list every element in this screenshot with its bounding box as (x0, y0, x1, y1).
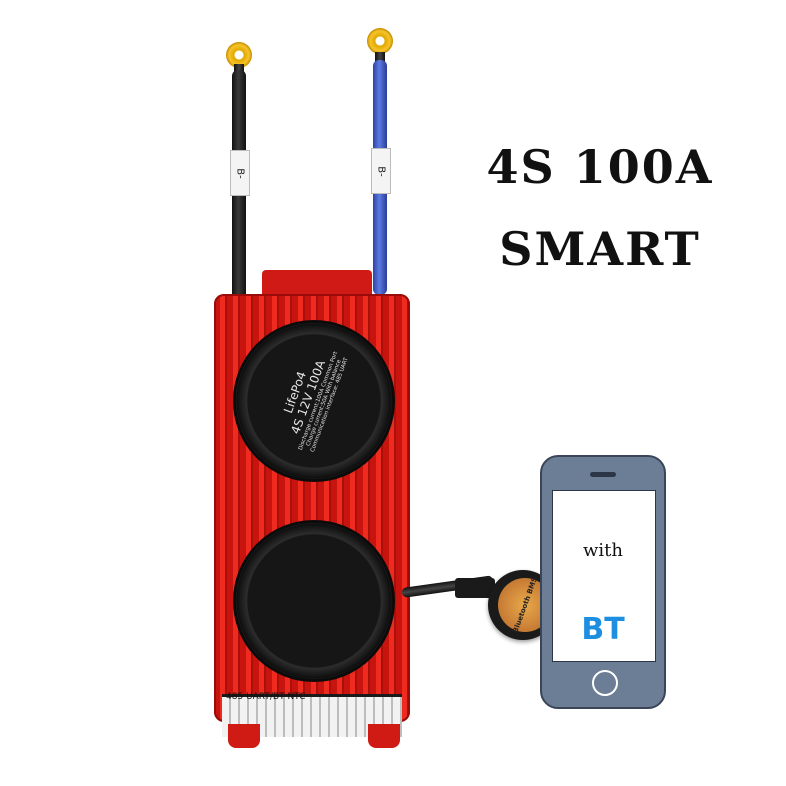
headline-line2: SMART (499, 222, 701, 276)
ring-terminal-right (367, 28, 393, 54)
dongle-label: Bluetooth BMS (511, 576, 539, 634)
board-label: LifePo4 4S 12V 100A Discharge current:10… (255, 342, 367, 454)
cable-tag-right: B- (371, 148, 391, 194)
board-foot-left (228, 724, 260, 748)
fan-bottom (233, 520, 395, 682)
fan-top (233, 320, 395, 482)
ring-terminal-left (226, 42, 252, 68)
headline-line1: 4S 100A (486, 140, 714, 194)
usb-plug (455, 578, 495, 598)
phone-home-button (592, 670, 618, 696)
phone-with-text: with (583, 540, 623, 561)
board-top-tab (262, 270, 372, 298)
phone-screen (552, 490, 656, 662)
cable-tag-left: B- (230, 150, 250, 196)
connector-strip-label: 485 UART/BT NTC (226, 692, 306, 702)
phone-earpiece (590, 472, 616, 477)
phone-bt-text: BT (581, 612, 625, 647)
board-foot-right (368, 724, 400, 748)
